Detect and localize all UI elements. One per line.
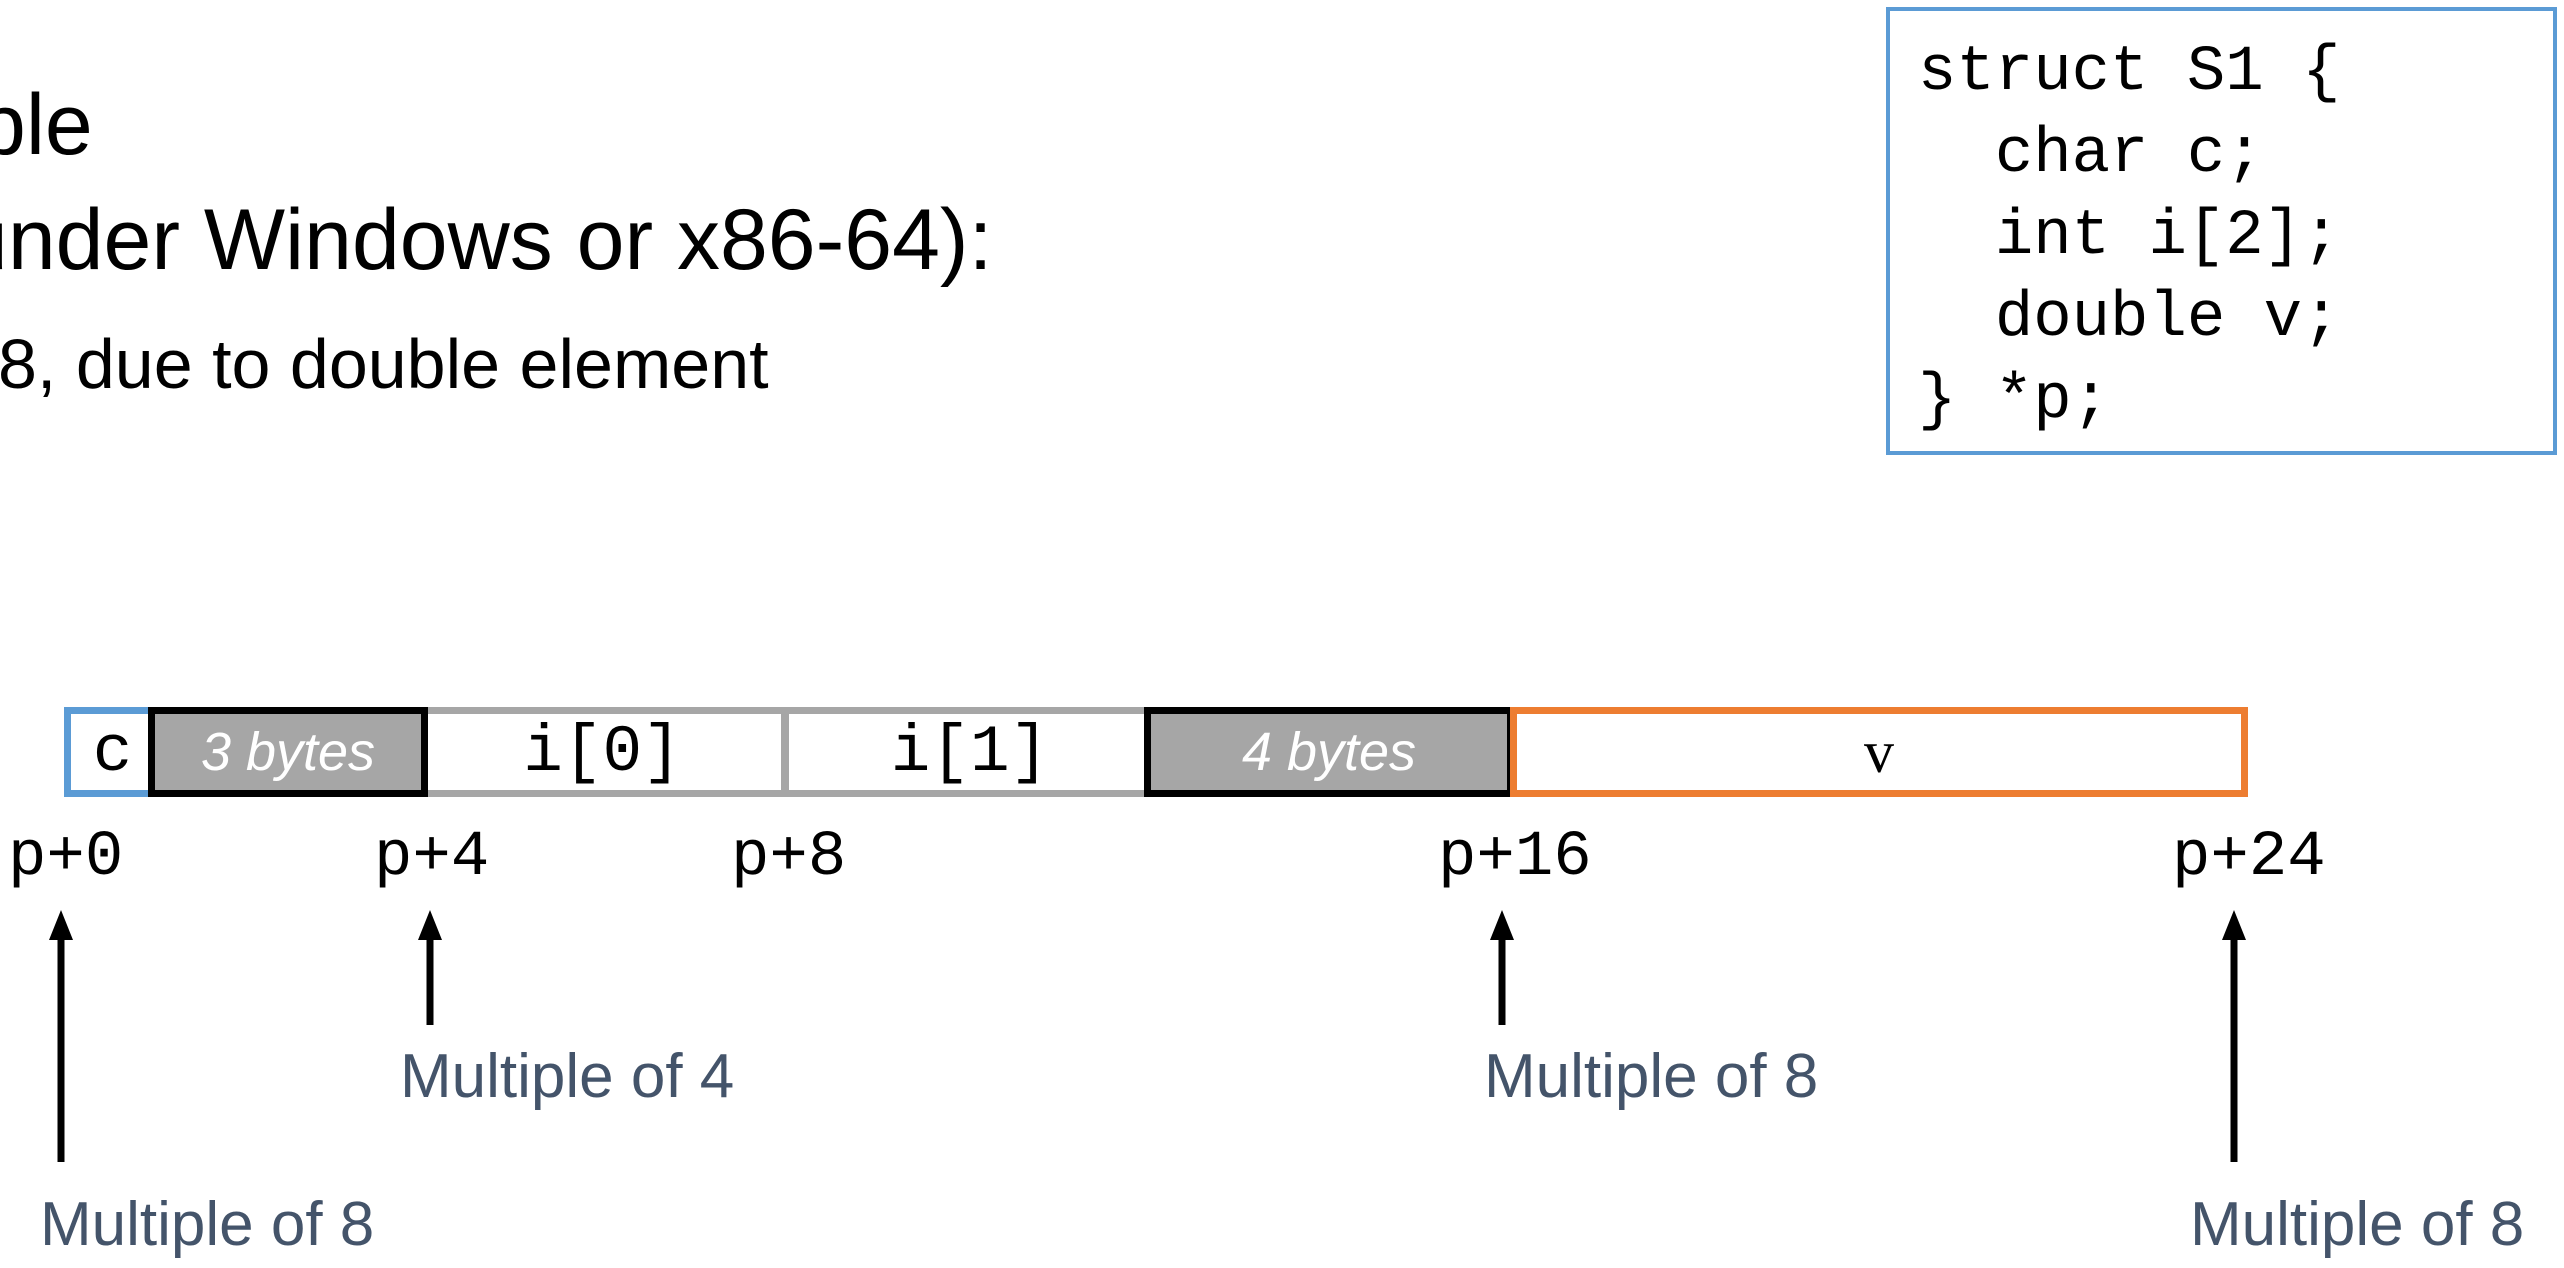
offset-label-p8: p+8 <box>731 822 847 894</box>
heading-line-3: 8, due to double element <box>0 325 769 403</box>
annotation-p24: Multiple of 8 <box>2190 1190 2525 1259</box>
struct-code-box: struct S1 { char c; int i[2]; double v; … <box>1886 7 2557 455</box>
arrow-p16-head <box>1490 910 1514 940</box>
heading-line-2: under Windows or x86-64): <box>0 192 993 288</box>
offset-label-p0: p+0 <box>8 822 124 894</box>
padding-3-bytes-cell: 3 bytes <box>148 707 428 797</box>
code-line-3: int i[2]; <box>1918 201 2341 273</box>
heading-line-1: ple <box>0 77 93 173</box>
annotation-p16: Multiple of 8 <box>1484 1042 1819 1111</box>
arrow-p0-head <box>49 910 73 940</box>
field-i1-cell: i[1] <box>785 707 1151 797</box>
annotation-p0: Multiple of 8 <box>40 1190 375 1259</box>
arrow-p24-head <box>2222 910 2246 940</box>
field-v-cell: v <box>1510 707 2248 797</box>
code-line-5: } *p; <box>1918 365 2111 437</box>
padding-4-bytes-cell: 4 bytes <box>1144 707 1514 797</box>
offset-label-p16: p+16 <box>1438 822 1592 894</box>
field-i0-cell: i[0] <box>424 707 788 797</box>
code-line-1: struct S1 { <box>1918 37 2341 109</box>
code-line-2: char c; <box>1918 119 2264 191</box>
offset-label-p4: p+4 <box>374 822 490 894</box>
code-line-4: double v; <box>1918 283 2341 355</box>
field-c-cell: c <box>64 707 154 797</box>
offset-label-p24: p+24 <box>2172 822 2326 894</box>
arrow-p4-head <box>418 910 442 940</box>
annotation-p4: Multiple of 4 <box>400 1042 735 1111</box>
